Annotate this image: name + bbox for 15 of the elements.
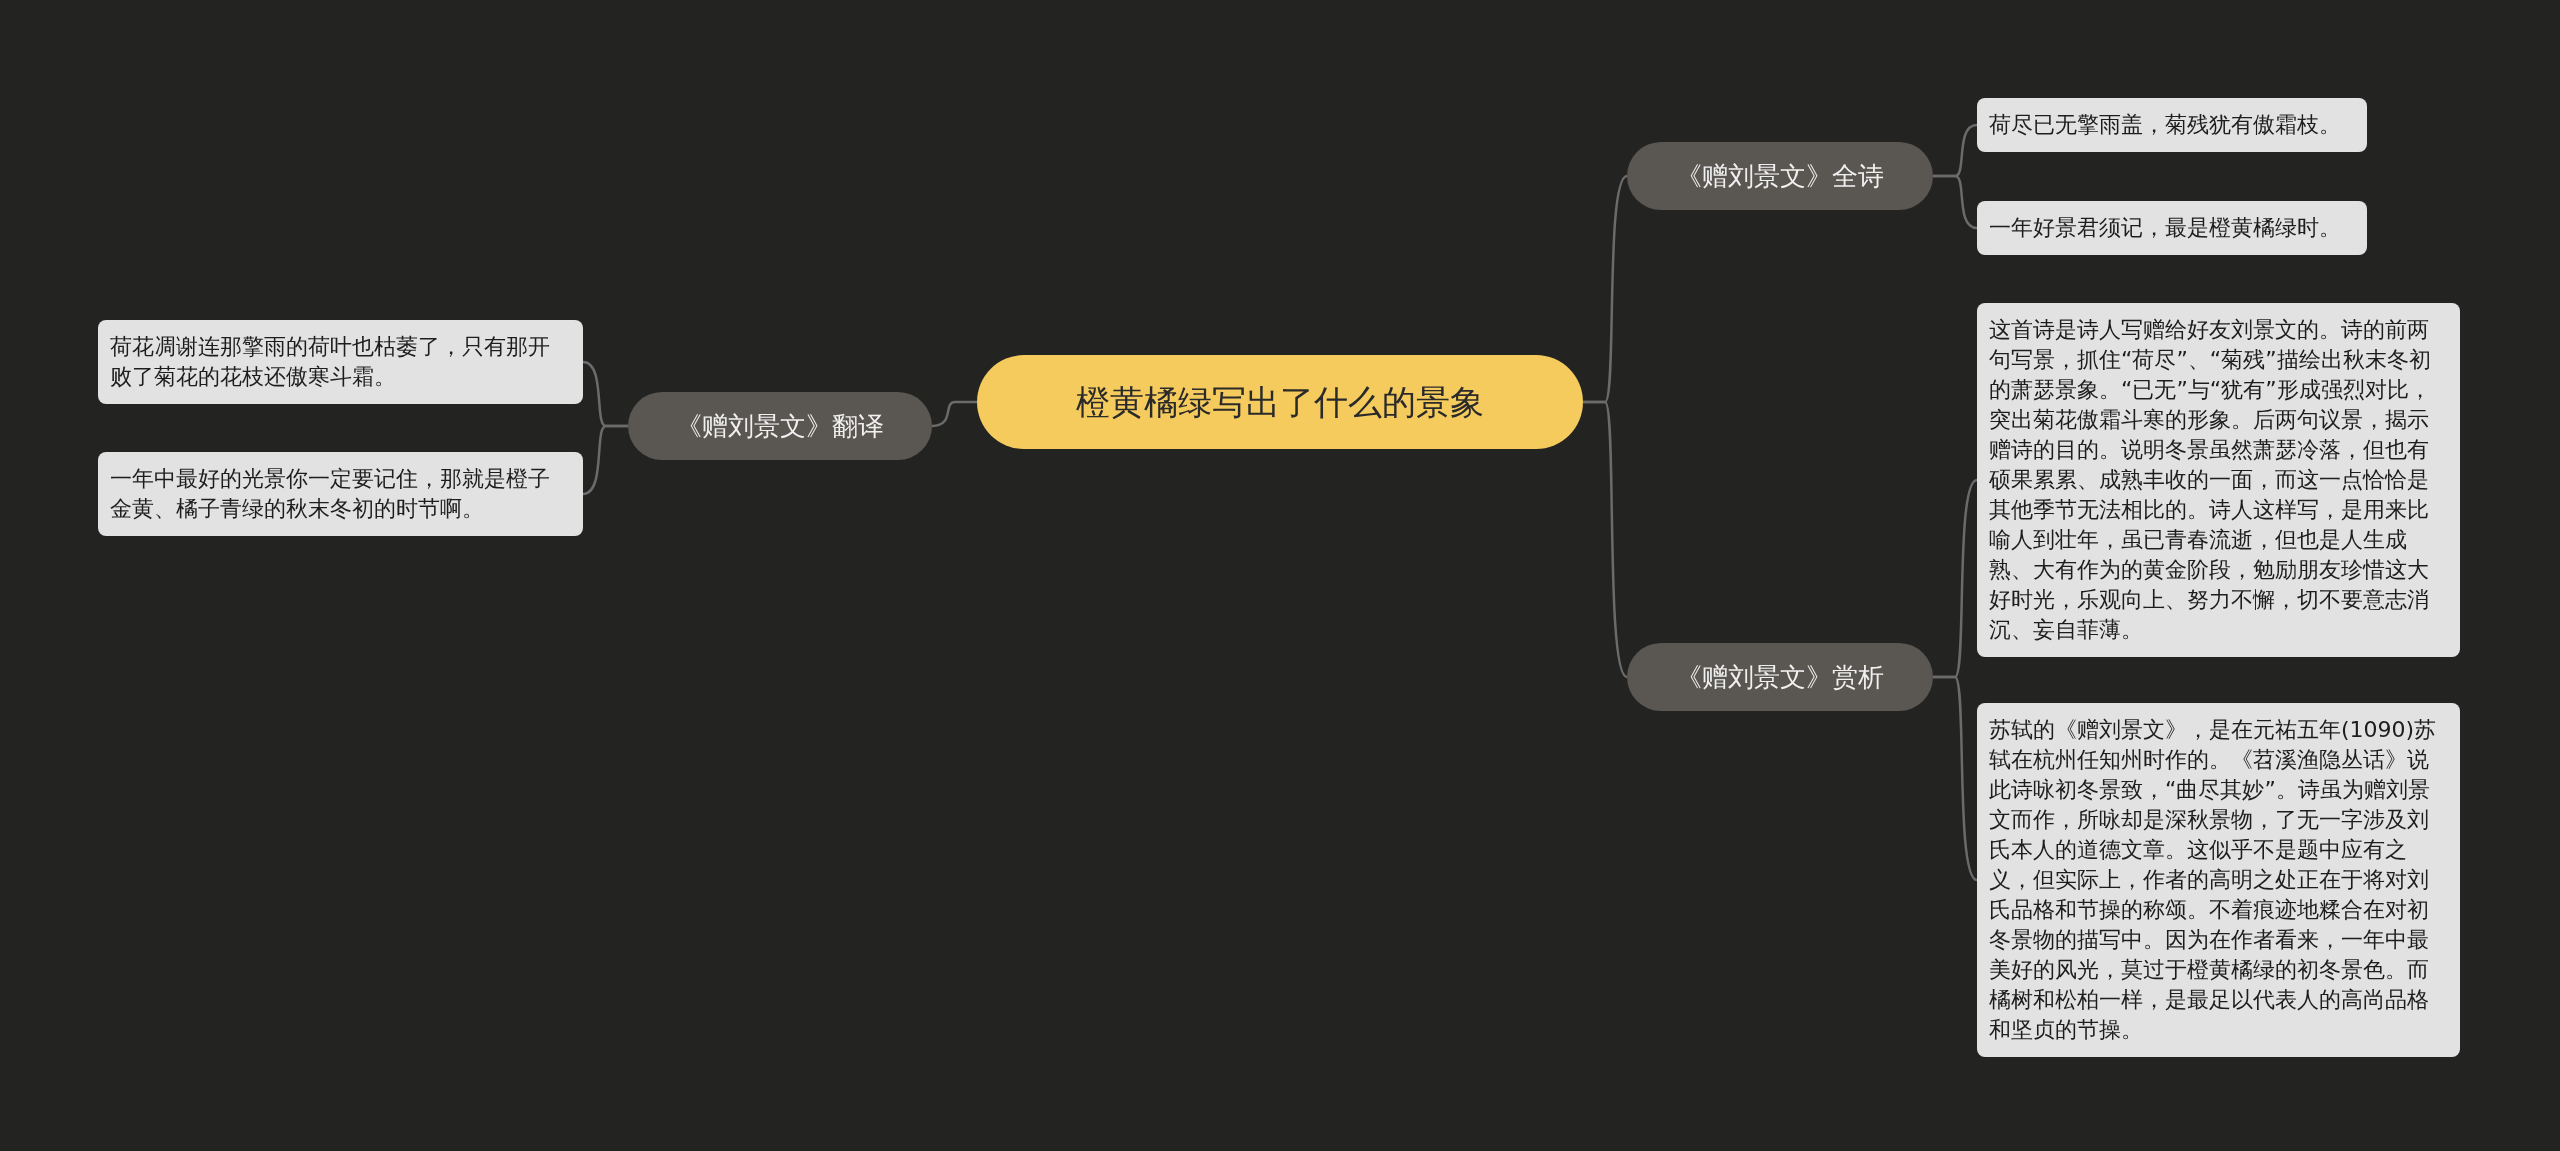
note-card: 荷尽已无擎雨盖，菊残犹有傲霜枝。 — [1977, 98, 2367, 152]
central-topic: 橙黄橘绿写出了什么的景象 — [977, 355, 1583, 449]
note-card: 荷花凋谢连那擎雨的荷叶也枯萎了，只有那开败了菊花的花枝还傲寒斗霜。 — [98, 320, 583, 404]
note-card: 一年好景君须记，最是橙黄橘绿时。 — [1977, 201, 2367, 255]
connector-line — [582, 424, 628, 496]
note-card: 一年中最好的光景你一定要记住，那就是橙子金黄、橘子青绿的秋末冬初的时节啊。 — [98, 452, 583, 536]
branch-topic: 《赠刘景文》翻译 — [628, 392, 932, 460]
branch-topic: 《赠刘景文》全诗 — [1627, 142, 1933, 210]
connector-line — [1933, 675, 1978, 881]
note-card: 这首诗是诗人写赠给好友刘景文的。诗的前两句写景，抓住“荷尽”、“菊残”描绘出秋末冬初的萧瑟景象。“已无”与“犹有”形成强烈对比，突出菊花傲霜斗寒的形象。后两句议景，揭示赠诗的目的。说明冬景虽然萧瑟冷落，但也有硕果累累、成熟丰收的一面，而这一点恰恰是其他季节无法相比的。诗人这样写，是用来比喻人到壮年，虽已青春流逝，但也是人生成熟、大有作为的黄金阶段，勉励朋友珍惜这大好时光，乐观向上、努力不懈，切不要意志消沉、妄自菲薄。 — [1977, 303, 2460, 657]
connector-line — [1583, 400, 1628, 678]
branch-topic: 《赠刘景文》赏析 — [1627, 643, 1933, 711]
connector-line — [1933, 174, 1978, 230]
connector-line — [931, 400, 977, 428]
note-card: 苏轼的《赠刘景文》，是在元祐五年(1090)苏轼在杭州任知州时作的。《苕溪渔隐丛话》说此诗咏初冬景致，“曲尽其妙”。诗虽为赠刘景文而作，所咏却是深秋景物，了无一字涉及刘氏本人的道德文章。这似乎不是题中应有之义，但实际上，作者的高明之处正在于将对刘氏品格和节操的称颂。不着痕迹地糅合在对初冬景物的描写中。因为在作者看来，一年中最美好的风光，莫过于橙黄橘绿的初冬景色。而橘树和松柏一样，是最足以代表人的高尚品格和坚贞的节操。 — [1977, 703, 2460, 1057]
